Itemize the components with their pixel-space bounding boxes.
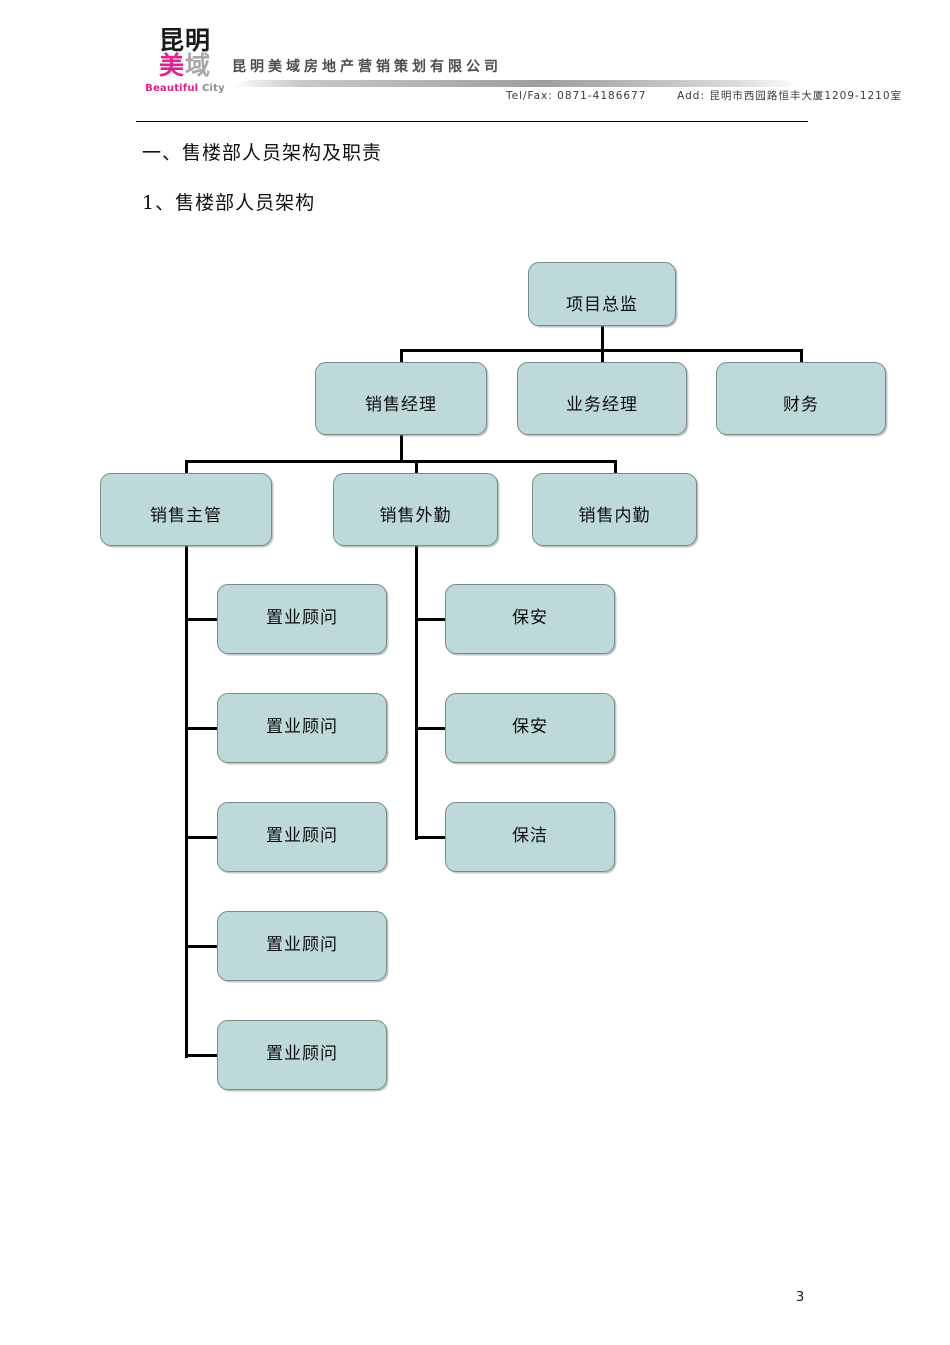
connector-drop-n3 — [799, 349, 803, 362]
contact-address: Add: 昆明市西园路恒丰大厦1209-1210室 — [677, 90, 903, 102]
subsection-title: 1、售楼部人员架构 — [142, 192, 316, 214]
contact-info: Tel/Fax: 0871-4186677 Add: 昆明市西园路恒丰大厦120… — [506, 88, 902, 103]
letterhead: 昆明 美域 Beautiful City 昆明美域房地产营销策划有限公司 Tel… — [0, 0, 950, 130]
connector-drop-n6 — [613, 460, 617, 473]
connector-stub-n13 — [414, 726, 447, 730]
org-node-label: 销售外勤 — [379, 506, 452, 526]
org-node-n6[interactable]: 销售内勤 — [532, 473, 697, 546]
org-node-label: 置业顾问 — [266, 935, 338, 955]
org-node-n14[interactable]: 保洁 — [445, 802, 615, 872]
letterhead-banner-shape — [231, 80, 801, 87]
org-node-label: 销售内勤 — [578, 506, 651, 526]
org-node-label: 业务经理 — [566, 395, 638, 415]
connector-drop-n2 — [600, 349, 604, 362]
org-node-n7[interactable]: 置业顾问 — [217, 584, 387, 654]
logo-text-kunming: 昆明 — [158, 26, 211, 55]
connector-stub-n8 — [184, 726, 219, 730]
org-node-label: 保安 — [512, 717, 548, 737]
connector-stub-n9 — [184, 835, 219, 839]
org-node-n12[interactable]: 保安 — [445, 584, 615, 654]
org-node-n4[interactable]: 销售主管 — [100, 473, 272, 546]
logo-line-kunming: 昆明 — [143, 28, 227, 53]
connector-spine-n4 — [184, 546, 188, 1058]
org-node-n13[interactable]: 保安 — [445, 693, 615, 763]
org-node-label: 置业顾问 — [266, 608, 338, 628]
company-logo: 昆明 美域 Beautiful City — [143, 28, 227, 94]
contact-telephone: Tel/Fax: 0871-4186677 — [506, 90, 647, 102]
connector-drop-n5 — [414, 460, 418, 473]
org-node-label: 项目总监 — [566, 295, 638, 315]
org-node-n1[interactable]: 销售经理 — [315, 362, 487, 435]
logo-text-mei: 美 — [158, 51, 185, 80]
logo-tagline-city: City — [202, 83, 225, 94]
org-node-n3[interactable]: 财务 — [716, 362, 886, 435]
connector-stem-n1 — [399, 435, 403, 460]
org-node-label: 置业顾问 — [266, 1044, 338, 1064]
connector-stub-n10 — [184, 944, 219, 948]
org-node-label: 销售经理 — [365, 395, 437, 415]
connector-drop-n4 — [184, 460, 188, 473]
org-node-n9[interactable]: 置业顾问 — [217, 802, 387, 872]
org-node-label: 置业顾问 — [266, 826, 338, 846]
logo-text-yu: 域 — [185, 51, 212, 80]
connector-stub-n11 — [184, 1053, 219, 1057]
logo-line-meiyu: 美域 — [143, 53, 227, 78]
connector-spine-n5 — [414, 546, 418, 840]
logo-tagline: Beautiful City — [143, 83, 227, 94]
page-title: 一、售楼部人员架构及职责 — [142, 142, 383, 164]
org-node-n0[interactable]: 项目总监 — [528, 262, 676, 326]
connector-drop-n1 — [399, 349, 403, 362]
org-node-label: 保洁 — [512, 826, 548, 846]
connector-stem-n0 — [600, 326, 604, 349]
org-node-label: 保安 — [512, 608, 548, 628]
header-divider — [136, 121, 808, 122]
org-node-n8[interactable]: 置业顾问 — [217, 693, 387, 763]
connector-bus-n1 — [184, 460, 617, 463]
company-name: 昆明美域房地产营销策划有限公司 — [232, 59, 502, 75]
org-node-label: 置业顾问 — [266, 717, 338, 737]
org-node-n11[interactable]: 置业顾问 — [217, 1020, 387, 1090]
org-node-label: 销售主管 — [150, 506, 222, 526]
logo-tagline-beautiful: Beautiful — [145, 83, 199, 94]
connector-stub-n12 — [414, 617, 447, 621]
org-node-n10[interactable]: 置业顾问 — [217, 911, 387, 981]
page-number: 3 — [796, 1290, 805, 1305]
connector-stub-n7 — [184, 617, 219, 621]
org-node-n5[interactable]: 销售外勤 — [333, 473, 498, 546]
org-node-n2[interactable]: 业务经理 — [517, 362, 687, 435]
connector-stub-n14 — [414, 835, 447, 839]
org-node-label: 财务 — [783, 395, 819, 415]
